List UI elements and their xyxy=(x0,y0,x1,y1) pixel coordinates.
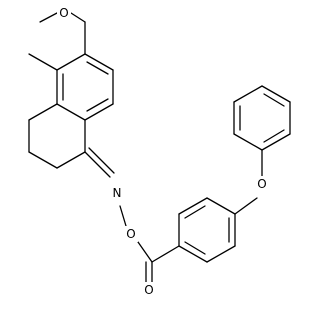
bond-aryl-methyl xyxy=(28,53,58,71)
bond-phenyl-a xyxy=(233,133,263,151)
bond-methoxy-oxygen-to-ring xyxy=(70,12,86,23)
bond-aromatic-e xyxy=(84,103,114,121)
bond-benzoyl-inner-3 xyxy=(184,241,206,255)
carbonyl-oxygen-label: O xyxy=(144,283,153,297)
bond-phenyl-inner-3 xyxy=(263,129,285,143)
ether-oxygen-label: O xyxy=(257,177,266,191)
bond-carbonyl-to-benzoyl-ring xyxy=(151,245,180,263)
methoxy-oxygen-label: O xyxy=(59,6,68,20)
bond-lines xyxy=(28,12,291,283)
bond-methyl-to-methoxy-oxygen xyxy=(39,12,58,23)
bond-imine-outer xyxy=(84,151,111,178)
oxime-oxygen-label: O xyxy=(126,227,135,241)
bond-benzoyl-e xyxy=(206,245,236,263)
bond-benzoyl-c xyxy=(206,197,236,215)
bond-aromatic-b xyxy=(56,53,86,71)
bond-saturated-a xyxy=(28,103,58,121)
bond-aromatic-inner-2 xyxy=(86,98,109,112)
bond-aromatic-g xyxy=(84,53,114,71)
bond-benzoyl-inner-1 xyxy=(184,205,206,219)
bond-saturated-c xyxy=(28,151,58,169)
bond-phenyl-d xyxy=(261,85,291,103)
bond-phenyl-c xyxy=(233,85,263,103)
bond-aromatic-d xyxy=(56,103,86,121)
oxime-nitrogen-label: N xyxy=(113,186,122,200)
bond-benzoyl-b xyxy=(178,197,208,215)
bond-phenyl-f xyxy=(261,133,291,151)
bond-saturated-d xyxy=(56,151,86,169)
bond-nitrogen-to-oxygen xyxy=(119,205,127,227)
atom-labels: O N O O O xyxy=(57,5,269,298)
bond-aromatic-inner-3 xyxy=(86,61,109,75)
bond-phenyl-inner-2 xyxy=(263,93,285,107)
bond-oxygen-to-carbonyl xyxy=(137,241,153,263)
bond-ring-to-ether-oxygen xyxy=(234,197,258,215)
bond-imine-inner xyxy=(88,147,115,174)
bond-benzoyl-f xyxy=(178,245,208,263)
